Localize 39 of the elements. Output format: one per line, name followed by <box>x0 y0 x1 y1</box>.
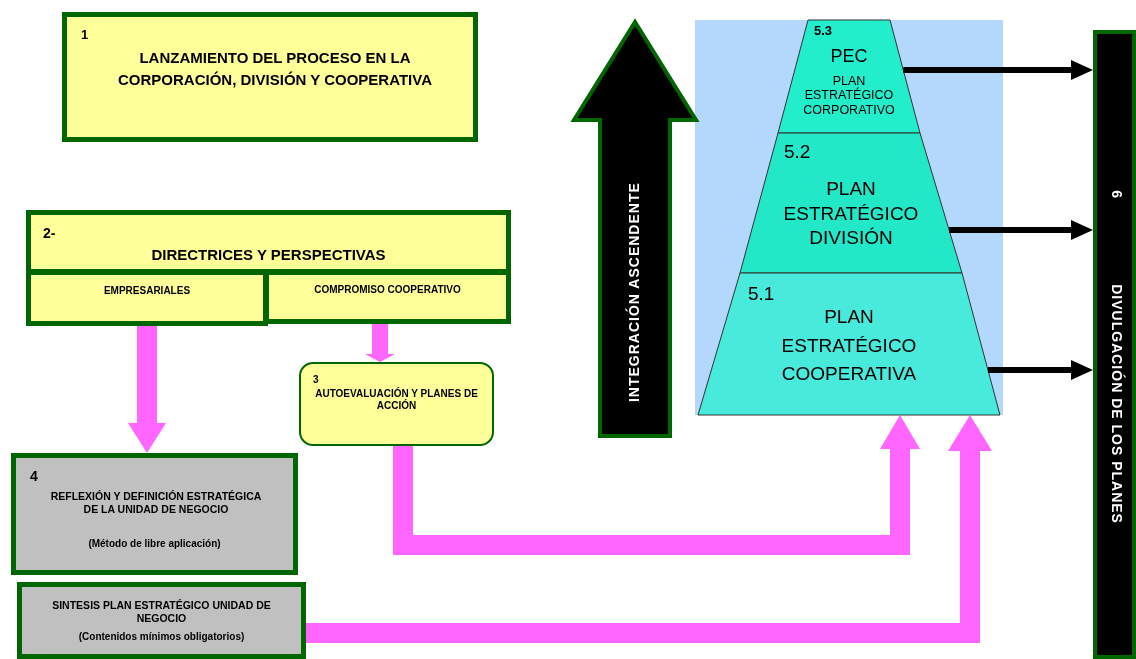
thick-arrow <box>365 324 395 362</box>
step-title: LANZAMIENTO DEL PROCESO EN LA CORPORACIÓN, DIVISIÓN Y COOPERATIVA <box>117 48 433 90</box>
process-box <box>17 582 306 659</box>
step-number: 2- <box>43 225 56 242</box>
step-number: 1 <box>81 27 89 43</box>
arrow <box>903 60 1093 80</box>
upward-arrow-shape <box>572 20 698 438</box>
category-label: EMPRESARIALES <box>102 285 192 297</box>
step-title: DIRECTRICES Y PERSPECTIVAS <box>150 246 387 264</box>
arrow <box>949 220 1093 240</box>
process-box <box>299 362 494 446</box>
thick-arrow <box>306 415 992 643</box>
vertical-banner <box>1093 30 1136 659</box>
thick-arrow <box>128 326 166 453</box>
level-title: PEC <box>829 46 869 68</box>
level-title: PLAN ESTRATÉGICO COOPERATIVA <box>780 305 918 386</box>
step-number: 6 <box>1108 189 1126 200</box>
process-box <box>62 12 478 142</box>
level-number: 5.1 <box>748 283 775 306</box>
pyramid-level <box>740 133 962 273</box>
pyramid-level <box>778 20 920 133</box>
thick-arrow <box>393 415 920 555</box>
level-title: PLAN ESTRATÉGICO DIVISIÓN <box>782 177 920 251</box>
category-label: COMPROMISO COOPERATIVO <box>313 284 462 296</box>
step-title: AUTOEVALUACIÓN Y PLANES DE ACCIÓN <box>314 388 479 412</box>
step-number: 3 <box>313 374 319 386</box>
step-number: 4 <box>30 468 38 485</box>
level-number: 5.3 <box>814 23 833 39</box>
arrow <box>987 360 1093 380</box>
note-text: (Método de libre aplicación) <box>87 538 222 550</box>
step-title: SINTESIS PLAN ESTRATÉGICO UNIDAD DE NEGOCIO <box>51 599 272 625</box>
level-number: 5.2 <box>784 141 811 164</box>
process-box <box>11 453 298 575</box>
note-text: (Contenidos mínimos obligatorios) <box>77 631 246 643</box>
pyramid-level <box>698 273 1000 415</box>
level-title: PLAN ESTRATÉGICO CORPORATIVO <box>802 74 896 118</box>
arrow-label: INTEGRACIÓN ASCENDENTE <box>625 181 643 404</box>
step-title: REFLEXIÓN Y DEFINICIÓN ESTRATÉGICA DE LA UNIDAD DE NEGOCIO <box>49 490 263 516</box>
banner-title: DIVULGACIÓN DE LOS PLANES <box>1108 283 1126 526</box>
